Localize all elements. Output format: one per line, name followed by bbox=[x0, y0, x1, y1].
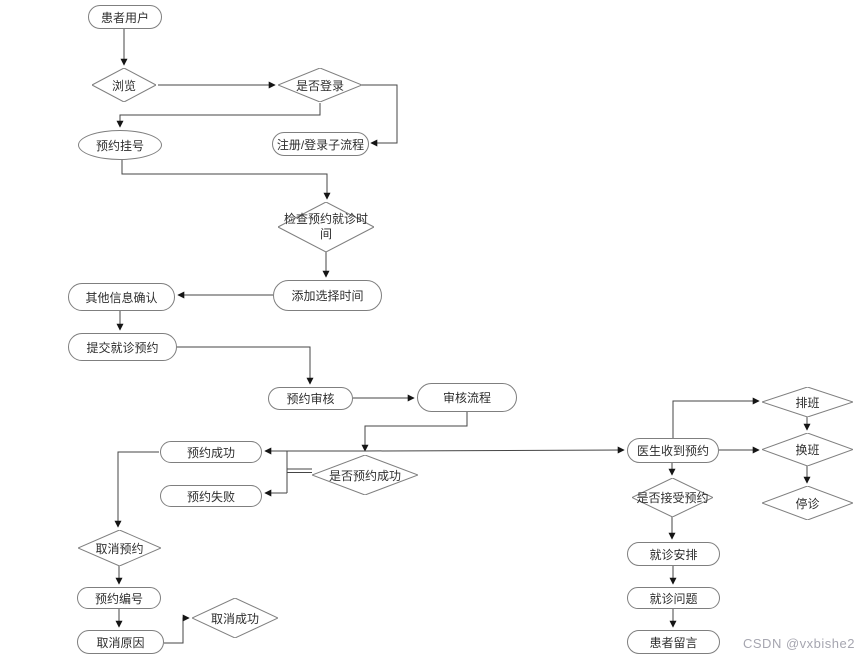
node-add-select-time: 添加选择时间 bbox=[273, 280, 382, 311]
diamond-shape-icon bbox=[762, 486, 853, 520]
node-cancel-success-label: 取消成功 bbox=[210, 611, 259, 626]
edge-cancel-reason-cancel-success bbox=[164, 614, 190, 644]
diamond-shape-icon bbox=[92, 68, 156, 102]
node-other-info-confirm-label: 其他信息确认 bbox=[85, 290, 158, 305]
node-appointment-success-label: 预约成功 bbox=[186, 445, 235, 460]
edge-doctor-received-schedule bbox=[672, 397, 760, 438]
node-submit-visit-appointment: 提交就诊预约 bbox=[68, 333, 177, 361]
diamond-shape-icon bbox=[278, 202, 374, 252]
node-appointment-fail-label: 预约失败 bbox=[186, 489, 235, 504]
node-patient-user-label: 患者用户 bbox=[100, 10, 149, 25]
node-appointment-register: 预约挂号 bbox=[78, 130, 162, 160]
node-review-process: 审核流程 bbox=[417, 383, 517, 412]
csdn-watermark: CSDN @vxbishe2 bbox=[743, 636, 855, 651]
node-cancel-reason: 取消原因 bbox=[77, 630, 164, 654]
diamond-shape-icon bbox=[78, 530, 161, 566]
node-appointment-review: 预约审核 bbox=[268, 387, 353, 410]
edge-appointment-success-cancel-appointment bbox=[114, 451, 159, 528]
diamond-shape-icon bbox=[278, 68, 362, 102]
node-other-info-confirm: 其他信息确认 bbox=[68, 283, 175, 311]
node-register-login-subflow: 注册/登录子流程 bbox=[272, 132, 369, 156]
node-cancel-appointment-label: 取消预约 bbox=[95, 541, 144, 556]
node-add-select-time-label: 添加选择时间 bbox=[291, 289, 364, 303]
node-stop-clinic-label: 停诊 bbox=[795, 496, 820, 511]
diamond-shape-icon bbox=[192, 598, 278, 638]
edge-login-check-register-login-subflow bbox=[362, 84, 398, 147]
diamond-shape-icon bbox=[762, 387, 853, 417]
node-register-login-subflow-label: 注册/登录子流程 bbox=[276, 137, 365, 152]
node-appointment-success-check-label: 是否预约成功 bbox=[328, 468, 401, 483]
node-schedule-label: 排班 bbox=[795, 395, 820, 410]
node-cancel-success: 取消成功 bbox=[192, 598, 278, 638]
node-appointment-success: 预约成功 bbox=[160, 441, 262, 463]
node-schedule: 排班 bbox=[762, 387, 853, 417]
node-appointment-number: 预约编号 bbox=[77, 587, 161, 609]
node-visit-arrangement: 就诊安排 bbox=[627, 542, 720, 566]
node-login-check-label: 是否登录 bbox=[295, 78, 344, 93]
edge-review-process-success-check bbox=[361, 412, 468, 452]
node-patient-message-label: 患者留言 bbox=[649, 635, 698, 650]
node-browse: 浏览 bbox=[92, 68, 156, 102]
node-check-visit-time-label: 检查预约就诊时间 bbox=[283, 212, 368, 241]
node-cancel-appointment: 取消预约 bbox=[78, 530, 161, 566]
diamond-shape-icon bbox=[632, 478, 713, 517]
node-appointment-fail: 预约失败 bbox=[160, 485, 262, 507]
node-review-process-label: 审核流程 bbox=[442, 391, 491, 405]
node-visit-question-label: 就诊问题 bbox=[649, 591, 698, 606]
node-accept-appointment-check: 是否接受预约 bbox=[632, 478, 713, 517]
edge-login-check-appointment-register bbox=[116, 103, 321, 128]
node-browse-label: 浏览 bbox=[111, 78, 136, 93]
node-shift-change: 换班 bbox=[762, 433, 853, 466]
edge-appointment-register-check-visit-time bbox=[121, 160, 331, 200]
node-submit-visit-appointment-label: 提交就诊预约 bbox=[86, 340, 159, 355]
node-stop-clinic: 停诊 bbox=[762, 486, 853, 520]
node-shift-change-label: 换班 bbox=[795, 443, 820, 457]
node-visit-question: 就诊问题 bbox=[627, 587, 720, 609]
diamond-shape-icon bbox=[312, 455, 418, 495]
edge-submit-appointment-review bbox=[177, 346, 314, 385]
node-login-check: 是否登录 bbox=[278, 68, 362, 102]
node-visit-arrangement-label: 就诊安排 bbox=[649, 547, 698, 562]
node-patient-message: 患者留言 bbox=[627, 630, 720, 654]
node-appointment-review-label: 预约审核 bbox=[286, 392, 335, 406]
node-doctor-received: 医生收到预约 bbox=[627, 438, 719, 463]
diamond-shape-icon bbox=[762, 433, 853, 466]
edge-success-check-doctor-received bbox=[364, 446, 625, 454]
node-appointment-success-check: 是否预约成功 bbox=[312, 455, 418, 495]
node-appointment-number-label: 预约编号 bbox=[94, 591, 143, 606]
node-patient-user: 患者用户 bbox=[88, 5, 162, 29]
node-accept-appointment-check-label: 是否接受预约 bbox=[636, 491, 709, 505]
node-doctor-received-label: 医生收到预约 bbox=[636, 444, 709, 458]
node-cancel-reason-label: 取消原因 bbox=[96, 635, 145, 650]
node-appointment-register-label: 预约挂号 bbox=[95, 138, 144, 153]
node-check-visit-time: 检查预约就诊时间 bbox=[278, 202, 374, 252]
